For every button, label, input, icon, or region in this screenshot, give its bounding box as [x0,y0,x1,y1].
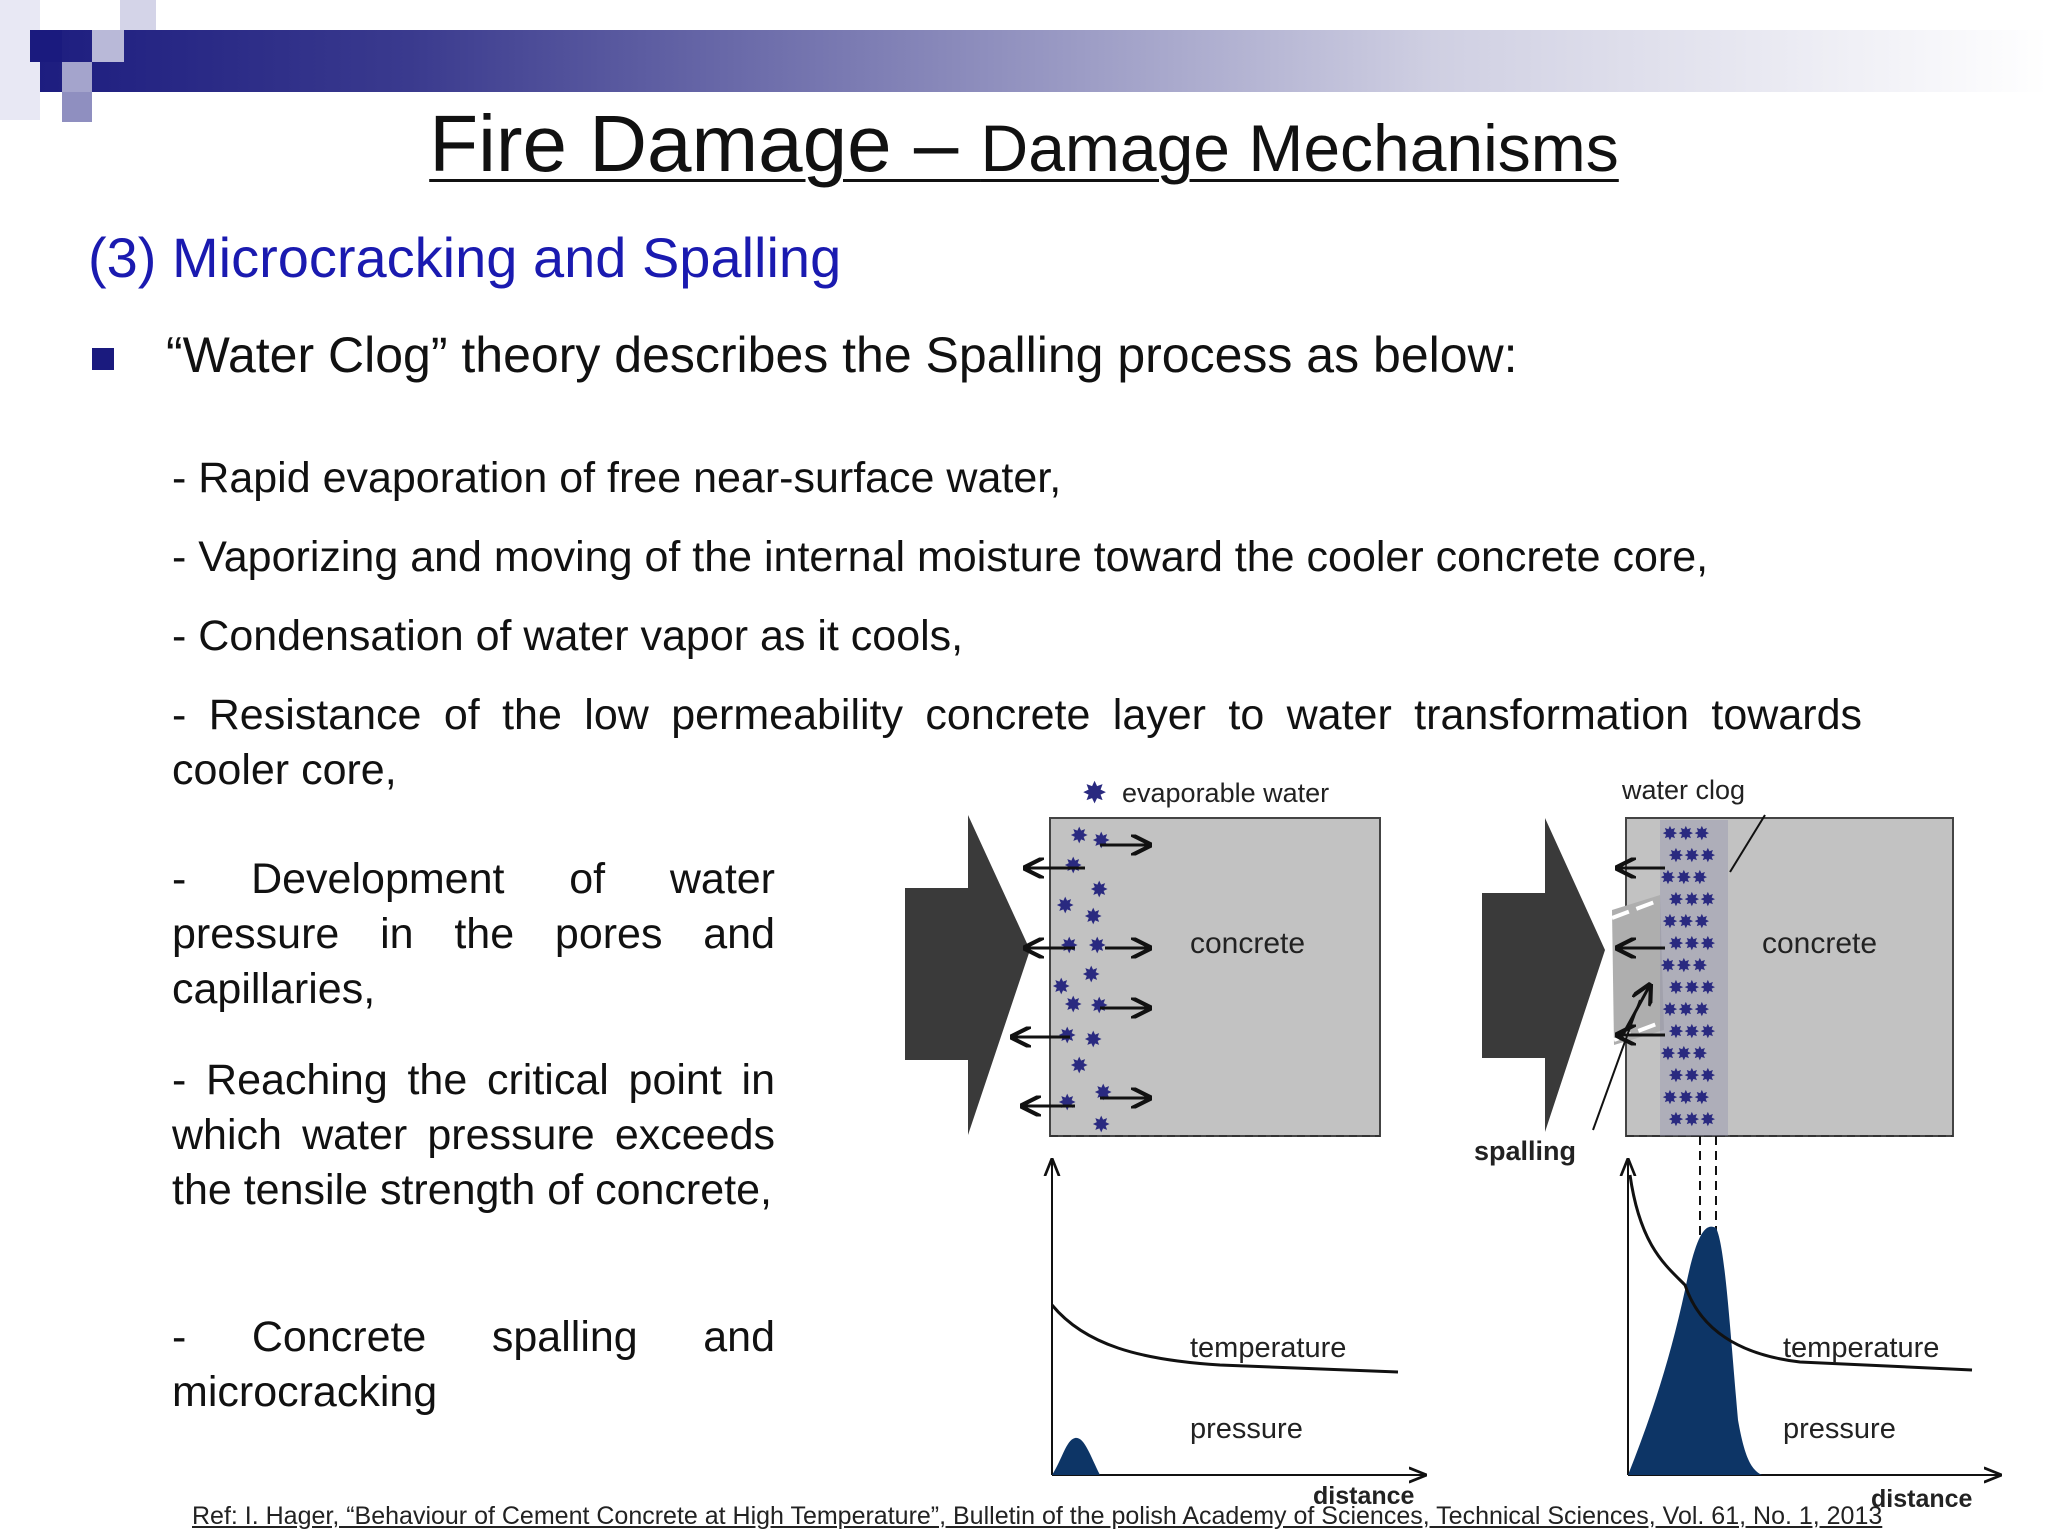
decor-square [62,92,92,122]
list-item: - Vaporizing and moving of the internal … [172,533,1709,581]
list-item: - Concrete spalling and microcracking [172,1313,775,1416]
pressure-curve [1052,1437,1100,1475]
svg-text:✸✸✸: ✸✸✸ [1668,1022,1716,1043]
pressure-curve [1628,1226,1762,1475]
svg-text:✸✸✸: ✸✸✸ [1662,824,1710,845]
slide-title: Fire Damage – Damage Mechanisms [0,98,2048,190]
svg-text:✸: ✸ [1082,962,1100,987]
concrete-block [1625,817,1954,1137]
svg-text:✸✸✸: ✸✸✸ [1662,912,1710,933]
svg-text:✸: ✸ [1058,1090,1076,1115]
svg-text:✸: ✸ [1070,1053,1088,1078]
title-sub: Damage Mechanisms [980,111,1619,185]
spalled-fragment [1612,895,1664,1045]
svg-text:✸: ✸ [1090,877,1108,902]
svg-text:✸: ✸ [1094,1080,1112,1105]
water-clog-zone: ✸✸✸✸✸✸✸✸✸ ✸✸✸✸✸✸✸✸✸ ✸✸✸✸✸✸✸✸✸ ✸✸✸✸✸✸✸✸✸ … [1660,820,1728,1136]
list-item: - Rapid evaporation of free near-surface… [172,454,1062,502]
concrete-block [1049,817,1381,1137]
temperature-curve [1628,1174,1973,1372]
distance-label: distance [1871,1485,1973,1513]
spalling-label: spalling [1474,1136,1576,1166]
concrete-label: concrete [1190,927,1305,960]
svg-text:✸: ✸ [1084,904,1102,929]
pressure-label: pressure [1783,1413,1896,1445]
decor-square [120,0,156,30]
heat-arrow-icon [1482,818,1605,1132]
title-main: Fire Damage – [429,99,981,188]
svg-text:✸: ✸ [1092,828,1110,853]
header-gradient-bar [0,30,2048,92]
svg-text:✸✸✸: ✸✸✸ [1668,1066,1716,1087]
svg-text:✸✸✸: ✸✸✸ [1662,1000,1710,1021]
svg-text:✸✸✸: ✸✸✸ [1668,934,1716,955]
decor-square [92,30,124,62]
temperature-label: temperature [1783,1332,1939,1364]
list-item: - Resistance of the low permeability con… [172,691,1862,794]
svg-text:✸: ✸ [1084,1027,1102,1052]
heat-arrow-icon [905,815,1030,1135]
svg-text:✸: ✸ [1058,1023,1076,1048]
svg-text:✸✸✸: ✸✸✸ [1662,1088,1710,1109]
svg-text:✸✸✸: ✸✸✸ [1668,978,1716,999]
list-item: - Reaching the critical point in which w… [172,1056,775,1214]
svg-text:✸: ✸ [1090,993,1108,1018]
water-star-icons: ✸✸✸ ✸✸✸ ✸✸✸ ✸✸✸ ✸✸✸ ✸✸✸ [1052,823,1112,1137]
list-item: - Development of water pressure in the p… [172,855,775,1013]
svg-text:✸✸✸: ✸✸✸ [1660,1044,1708,1065]
bullet-text: “Water Clog” theory describes the Spalli… [166,327,1518,383]
decor-square [62,62,92,92]
svg-text:✸✸✸: ✸✸✸ [1668,846,1716,867]
svg-text:✸: ✸ [1052,974,1070,999]
svg-text:✸: ✸ [1088,933,1106,958]
concrete-label: concrete [1762,927,1877,960]
pressure-label: pressure [1190,1413,1303,1445]
svg-text:✸: ✸ [1060,933,1078,958]
decor-square [30,30,62,62]
svg-text:✸✸✸: ✸✸✸ [1660,956,1708,977]
svg-text:✸: ✸ [1064,992,1082,1017]
svg-text:✸✸✸: ✸✸✸ [1668,1110,1716,1131]
section-subtitle: (3) Microcracking and Spalling [88,226,842,289]
moisture-arrows [1617,868,1665,1040]
svg-text:✸: ✸ [1064,853,1082,878]
bullet-square-icon [92,348,114,370]
svg-text:✸✸✸: ✸✸✸ [1660,868,1708,889]
svg-text:✸: ✸ [1092,1112,1110,1137]
temperature-label: temperature [1190,1332,1346,1364]
temperature-curve [1050,1304,1399,1374]
reference-citation: Ref: I. Hager, “Behaviour of Cement Conc… [192,1502,1883,1530]
list-item: - Condensation of water vapor as it cool… [172,612,964,660]
svg-text:✸: ✸ [1056,893,1074,918]
moisture-arrows [1012,845,1150,1106]
svg-text:✸: ✸ [1070,823,1088,848]
svg-text:✸✸✸: ✸✸✸ [1668,890,1716,911]
